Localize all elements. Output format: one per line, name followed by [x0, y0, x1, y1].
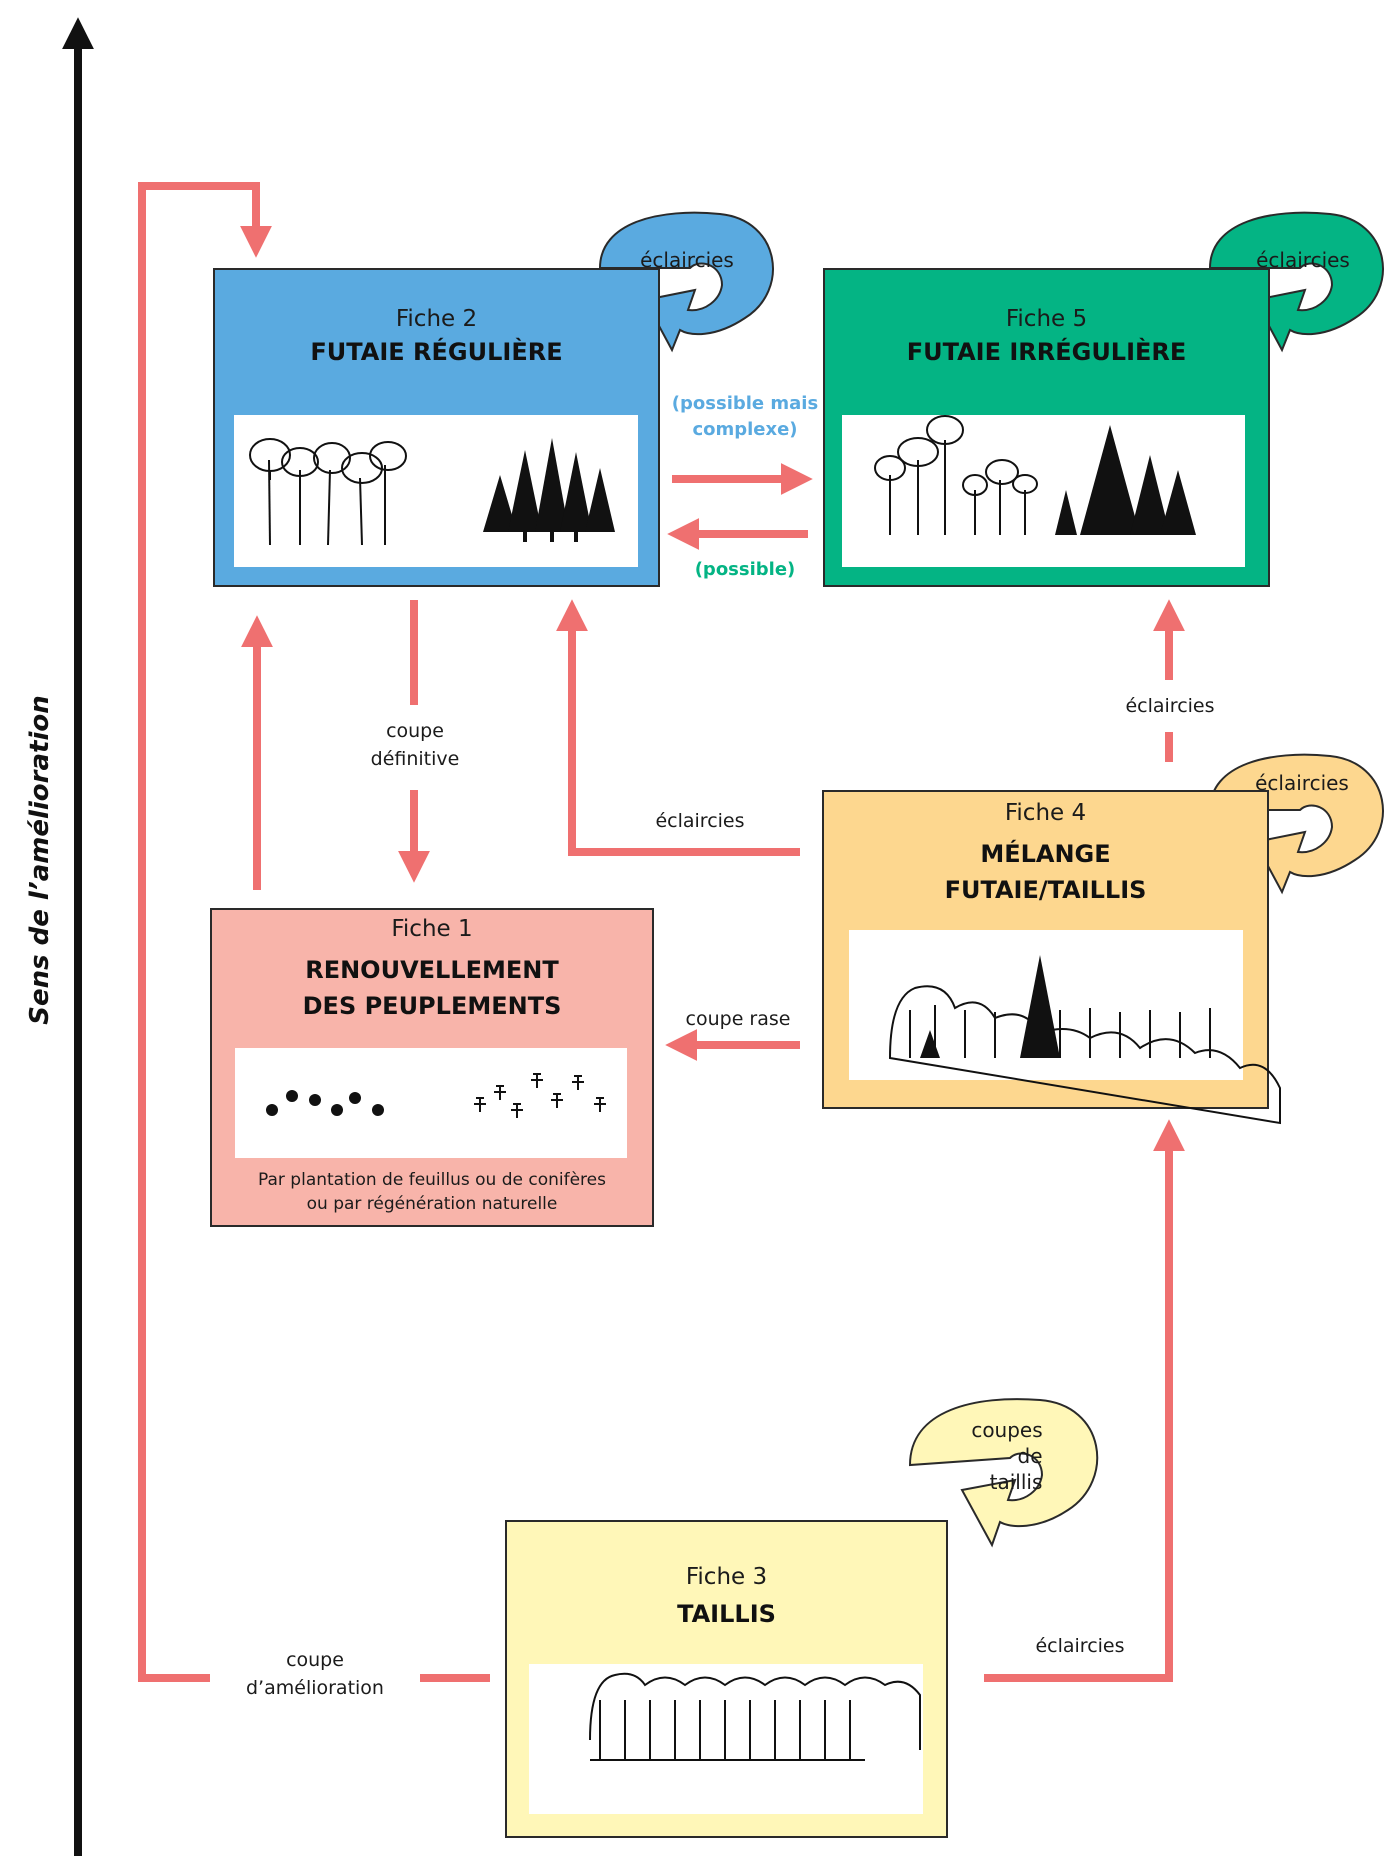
- fiche4-number: Fiche 4: [1004, 800, 1087, 826]
- fiche1-box: Fiche 1 RENOUVELLEMENT DES PEUPLEMENTS P…: [210, 908, 654, 1227]
- arrow-f3-to-f4: [984, 1119, 1185, 1682]
- fiche3-title: TAILLIS: [677, 1600, 776, 1628]
- loop-fiche4-icon: [1208, 753, 1384, 895]
- fiche4-box: Fiche 4 MÉLANGE FUTAIE/TAILLIS: [822, 790, 1269, 1109]
- fiche1-caption-line1: Par plantation de feuillus ou de conifèr…: [258, 1170, 606, 1190]
- label-coupe-amelioration-line2: d’amélioration: [210, 1674, 420, 1702]
- fiche5-title: FUTAIE IRRÉGULIÈRE: [906, 338, 1187, 366]
- fiche5-number: Fiche 5: [1005, 306, 1088, 332]
- fiche3-loop-label-line2: de: [1017, 1444, 1043, 1468]
- label-possible-mais-complexe-line1: (possible mais: [671, 393, 819, 414]
- loop-fiche3-icon: [908, 1398, 1099, 1548]
- fiche2-loop-label: éclaircies: [640, 248, 734, 272]
- label-possible: (possible): [694, 559, 796, 580]
- fiche3-box: Fiche 3 TAILLIS: [505, 1520, 948, 1838]
- fiche2-number: Fiche 2: [395, 306, 478, 332]
- label-coupe-amelioration-line1: coupe: [286, 1649, 344, 1671]
- label-coupe-definitive-line2: définitive: [370, 748, 460, 770]
- arrow-f4-to-f2: [556, 599, 800, 856]
- fiche3-loop-label-line3: taillis: [989, 1470, 1043, 1494]
- fiche1-number: Fiche 1: [391, 916, 473, 942]
- fiche3-image-panel: [529, 1664, 923, 1814]
- fiche1-title-line2: DES PEUPLEMENTS: [302, 992, 562, 1020]
- fiche3-number: Fiche 3: [685, 1564, 768, 1590]
- loop-fiche5-icon: [1208, 211, 1384, 353]
- label-possible-mais-complexe-line2: complexe): [692, 419, 798, 440]
- fiche4-loop-label: éclaircies: [1255, 771, 1349, 795]
- fiche3-loop-label-line1: coupes: [971, 1418, 1043, 1442]
- fiche5-box: Fiche 5 FUTAIE IRRÉGULIÈRE: [823, 268, 1270, 587]
- label-f3-to-f4-eclaircies: éclaircies: [1035, 1635, 1125, 1657]
- fiche1-image-panel: [235, 1048, 627, 1158]
- fiche4-title-line2: FUTAIE/TAILLIS: [944, 876, 1147, 904]
- label-f4-to-f5-eclaircies: éclaircies: [1125, 695, 1215, 717]
- fiche5-image-panel: [842, 415, 1245, 567]
- fiche5-loop-label: éclaircies: [1256, 248, 1350, 272]
- fiche2-image-panel: [234, 415, 638, 567]
- fiche4-title-line1: MÉLANGE: [980, 840, 1111, 868]
- loop-fiche2-icon: [598, 211, 774, 353]
- fiche1-title-line1: RENOUVELLEMENT: [305, 956, 559, 984]
- fiche2-box: Fiche 2 FUTAIE RÉGULIÈRE: [213, 268, 660, 587]
- label-coupe-definitive-line1: coupe: [386, 720, 444, 742]
- label-coupe-rase: coupe rase: [685, 1008, 791, 1030]
- label-f4-to-f2-eclaircies: éclaircies: [655, 810, 745, 832]
- axis-label-text: Sens de l’amélioration: [25, 695, 55, 1025]
- fiche2-title: FUTAIE RÉGULIÈRE: [310, 338, 563, 366]
- fiche4-image-panel: [849, 930, 1243, 1080]
- fiche1-caption-line2: ou par régénération naturelle: [306, 1194, 558, 1214]
